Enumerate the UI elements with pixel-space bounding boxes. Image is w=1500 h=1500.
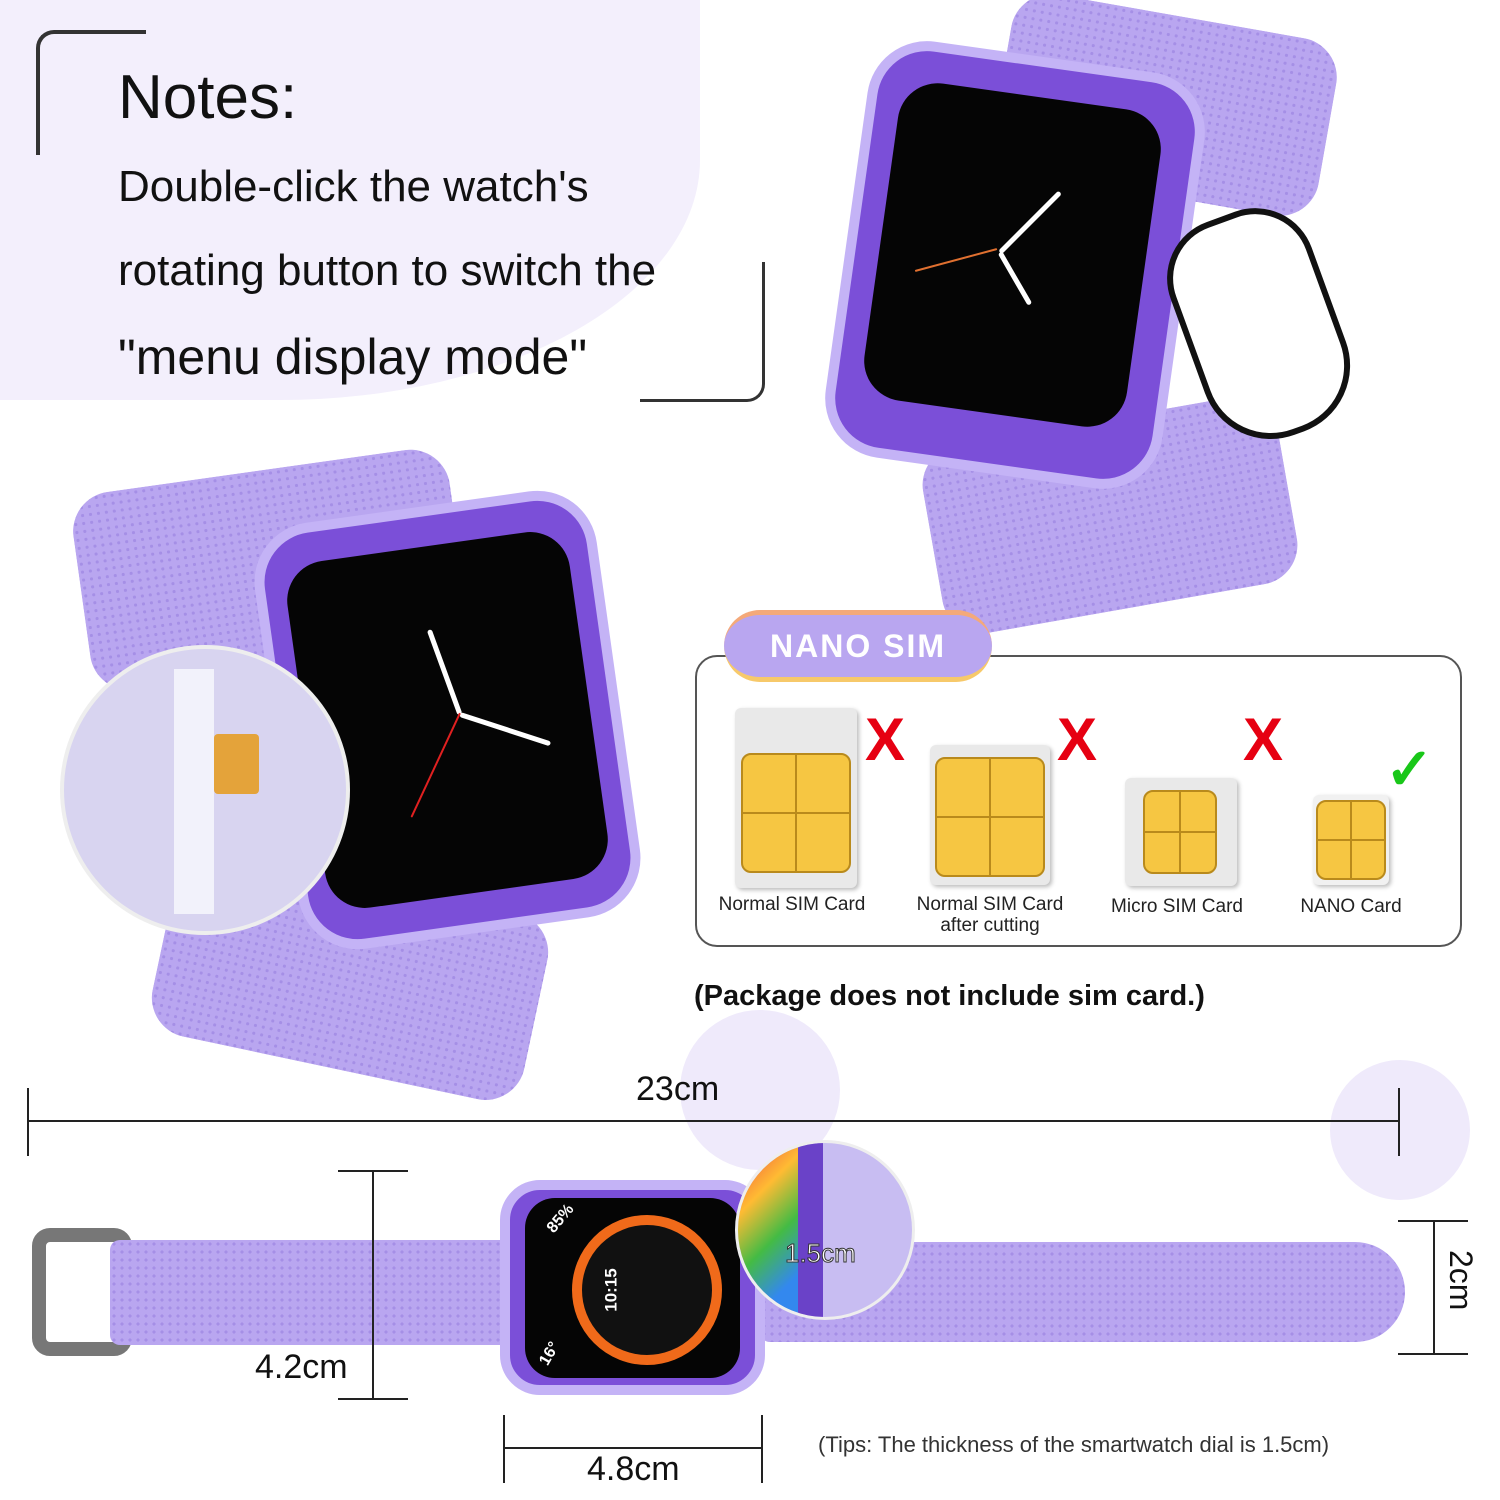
height-label: 4.2cm: [255, 1348, 348, 1386]
notes-title: Notes:: [118, 63, 298, 132]
thickness-label: 1.5cm: [785, 1238, 857, 1269]
sim-slot-zoom: [60, 645, 350, 935]
dimension-tick: [1398, 1088, 1400, 1156]
length-dimension-line: [27, 1120, 1400, 1122]
width-dimension-line: [503, 1447, 763, 1449]
dimension-tick: [761, 1415, 763, 1483]
height-dimension-line: [372, 1170, 374, 1400]
micro-sim-card: [1125, 778, 1237, 886]
notes-line: rotating button to switch the: [118, 246, 657, 295]
normal-sim-card: [735, 708, 857, 888]
dimension-tick: [338, 1398, 408, 1400]
x-mark-icon: X: [865, 706, 906, 773]
dimension-tick: [1398, 1353, 1468, 1355]
sim-label: Micro SIM Card: [1111, 896, 1243, 917]
dimension-tick: [1398, 1220, 1468, 1222]
sim-label-sub: after cutting: [940, 915, 1040, 936]
sim-label: NANO Card: [1300, 896, 1402, 917]
tips-text: (Tips: The thickness of the smartwatch d…: [818, 1432, 1330, 1457]
dimension-tick: [338, 1170, 408, 1172]
cut-sim-card: [930, 745, 1050, 885]
sim-label: Normal SIM Card: [718, 894, 866, 915]
sim-label: Normal SIM Card: [916, 894, 1064, 915]
thickness-zoom: [735, 1140, 915, 1320]
bracket-decoration: [640, 262, 765, 402]
length-label: 23cm: [636, 1070, 720, 1108]
background-blob: [1330, 1060, 1470, 1200]
notes-line: Double-click the watch's: [118, 162, 589, 211]
strap-dimension-line: [1433, 1220, 1435, 1355]
sim-card-panel: [695, 655, 1462, 947]
dimension-tick: [503, 1415, 505, 1483]
notes-line: "menu display mode": [118, 329, 588, 385]
nano-sim-badge: NANO SIM: [724, 610, 992, 682]
width-label: 4.8cm: [587, 1450, 680, 1488]
dimension-tick: [27, 1088, 29, 1156]
package-note: (Package does not include sim card.): [694, 980, 1205, 1012]
check-mark-icon: ✓: [1385, 737, 1434, 802]
x-mark-icon: X: [1243, 706, 1284, 773]
time-readout: 10:15: [601, 1268, 621, 1312]
x-mark-icon: X: [1057, 706, 1098, 773]
nano-sim-card: [1313, 795, 1389, 885]
bracket-decoration: [36, 30, 146, 155]
strap-width-label: 2cm: [1443, 1250, 1479, 1311]
